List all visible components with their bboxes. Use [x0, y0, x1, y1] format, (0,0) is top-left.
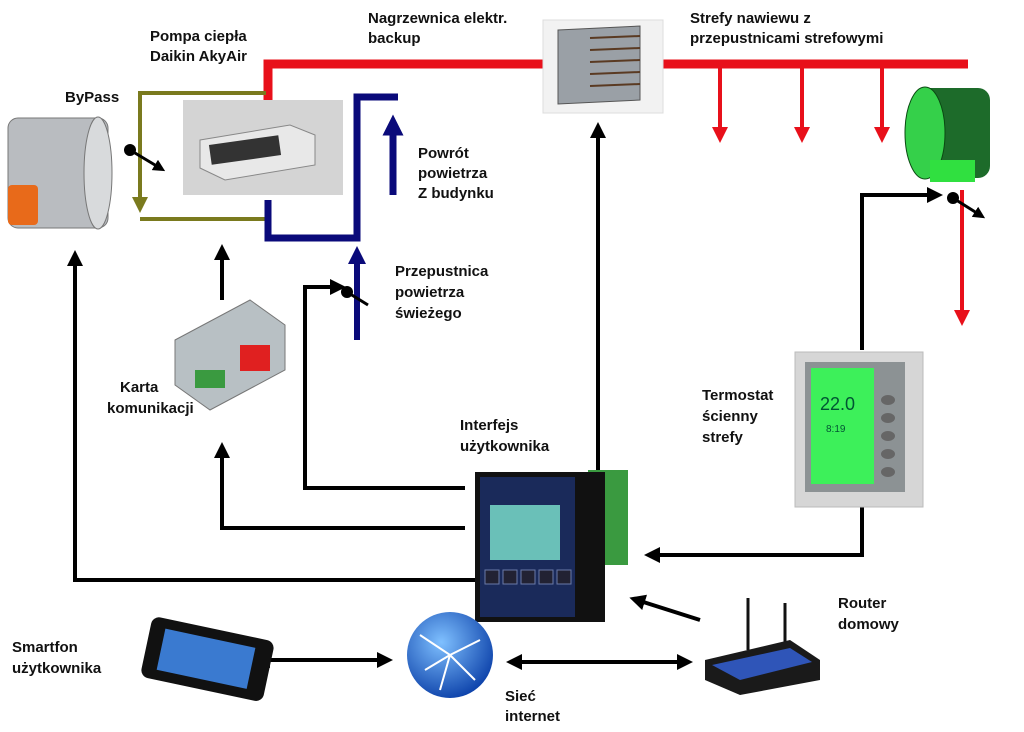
wall-thermostat-icon: 22.0 8:19 — [794, 351, 924, 508]
thermostat-time: 8:19 — [826, 424, 846, 435]
smartphone-icon — [141, 617, 274, 701]
electric-heater-icon — [542, 19, 664, 114]
router-icon — [705, 598, 820, 695]
thermostat-temp: 22.0 — [820, 394, 855, 414]
bypass-duct — [132, 91, 266, 221]
bypass-damper-icon — [7, 116, 113, 230]
label-bypass: ByPass — [65, 89, 119, 106]
control-wiring — [67, 122, 943, 670]
user-interface-panel-icon — [475, 470, 628, 622]
label-heater: Nagrzewnica elektr.backup — [368, 10, 507, 47]
globe-icon — [407, 612, 493, 698]
zone-damper-icon — [904, 86, 990, 182]
communication-card-icon — [174, 299, 286, 411]
heat-pump-unit-icon — [183, 100, 343, 195]
damper-symbols — [124, 144, 986, 307]
supply-air-duct — [263, 59, 970, 326]
